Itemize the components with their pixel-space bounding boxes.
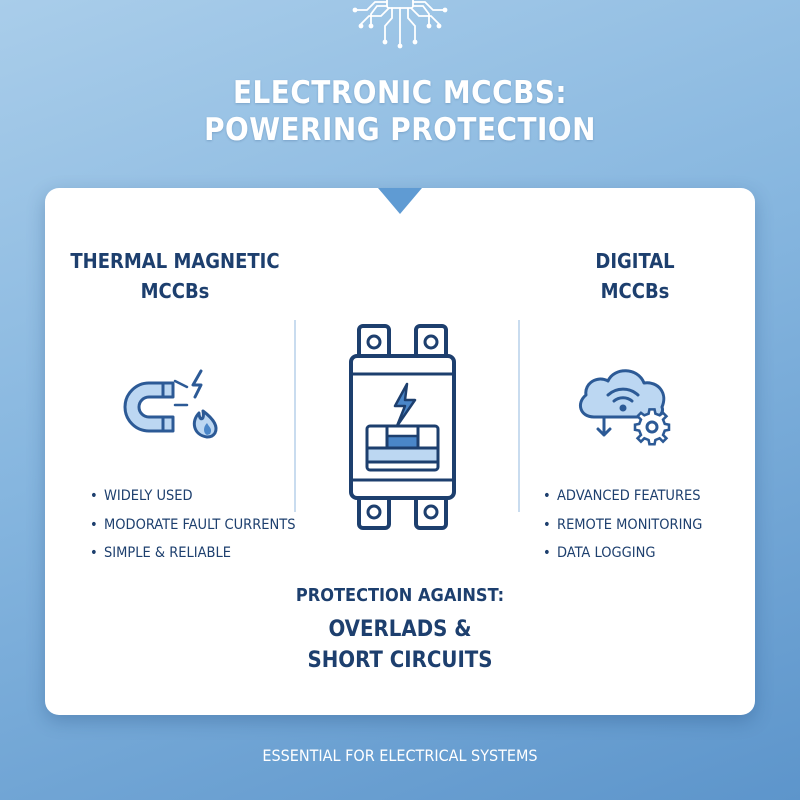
digital-title-line1: DIGITAL — [595, 249, 675, 273]
column-divider — [518, 320, 520, 512]
card-notch — [378, 188, 422, 214]
cloud-wifi-gear-icon — [578, 369, 671, 446]
list-item: SIMPLE & RELIABLE — [90, 539, 296, 568]
list-item: DATA LOGGING — [543, 539, 702, 568]
protection-line1: OVERLADS & — [328, 617, 472, 642]
list-item: WIDELY USED — [90, 482, 296, 511]
thermal-magnetic-features: WIDELY USED MODORATE FAULT CURRENTS SIMP… — [90, 482, 296, 568]
circuit-chip-icon — [352, 0, 448, 49]
list-item: ADVANCED FEATURES — [543, 482, 702, 511]
list-item: MODORATE FAULT CURRENTS — [90, 511, 296, 540]
page-title-line1: ELECTRONIC MCCBS: — [232, 75, 568, 111]
list-item: REMOTE MONITORING — [543, 511, 702, 540]
digital-title: DIGITAL MCCBs — [560, 246, 710, 306]
magnet-fire-icon — [123, 369, 218, 439]
page-title-line2: POWERING PROTECTION — [204, 112, 596, 148]
thermal-magnetic-title: THERMAL MAGNETIC MCCBs — [70, 246, 280, 306]
protection-line2: SHORT CIRCUITS — [307, 648, 493, 673]
protection-heading: PROTECTION AGAINST: — [295, 585, 505, 606]
column-divider — [294, 320, 296, 512]
thermal-magnetic-title-line2: MCCBs — [140, 279, 210, 303]
footer-caption: ESSENTIAL FOR ELECTRICAL SYSTEMS — [262, 746, 538, 765]
digital-title-line2: MCCBs — [600, 279, 670, 303]
circuit-breaker-icon — [349, 324, 456, 530]
thermal-magnetic-title-line1: THERMAL MAGNETIC — [70, 249, 280, 273]
digital-features: ADVANCED FEATURES REMOTE MONITORING DATA… — [543, 482, 702, 568]
